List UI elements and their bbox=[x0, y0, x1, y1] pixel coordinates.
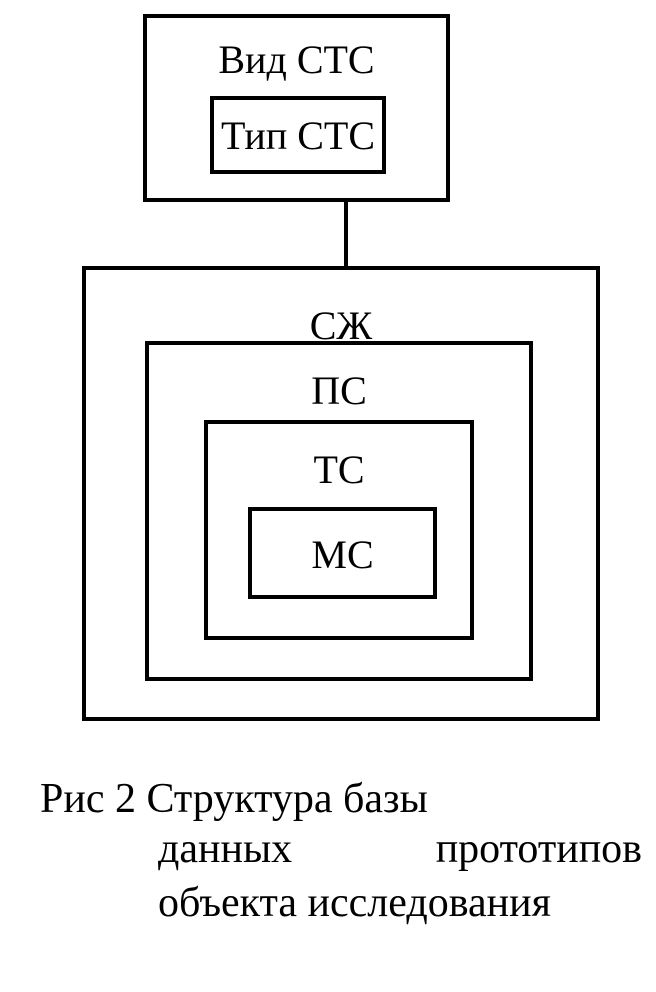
ms-label: МС bbox=[311, 532, 374, 577]
ms-box: МС bbox=[248, 507, 437, 599]
tip-sts-label: Тип СТС bbox=[220, 113, 376, 158]
ts-label: ТС bbox=[313, 447, 365, 492]
tip-sts-box: Тип СТС bbox=[210, 96, 386, 174]
caption-line-1: Рис 2 Структура базы bbox=[40, 776, 428, 822]
caption-line-2-word-2: прототипов bbox=[435, 826, 642, 872]
caption-line-2-word-1: данных bbox=[158, 826, 293, 872]
vid-sts-label: Вид СТС bbox=[218, 37, 375, 82]
caption-line-3: объекта исследования bbox=[158, 880, 551, 926]
ps-label: ПС bbox=[311, 368, 367, 413]
connector-line bbox=[344, 200, 348, 268]
szh-label: СЖ bbox=[309, 303, 373, 348]
vid-sts-box: Вид СТС Тип СТС bbox=[143, 14, 450, 202]
